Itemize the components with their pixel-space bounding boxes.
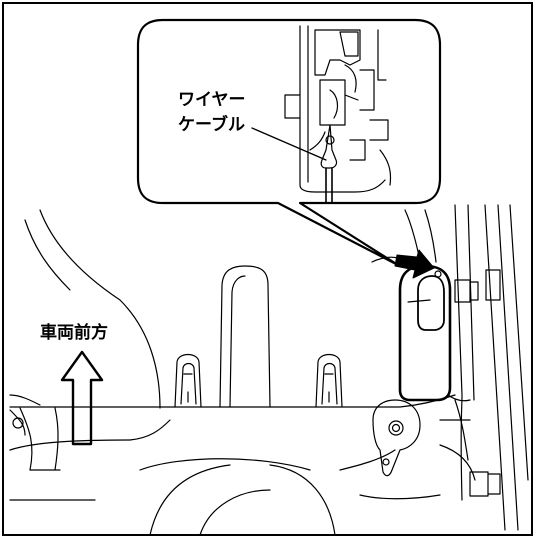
- callout-label-line2: ケーブル: [178, 115, 245, 135]
- seat-latch-cover: [398, 264, 452, 402]
- callout-label-line1: ワイヤー: [178, 90, 246, 110]
- figure-border: [2, 2, 533, 536]
- door-frame: [404, 204, 529, 531]
- label-leader-line: [251, 127, 327, 161]
- front-direction-arrow: [60, 350, 104, 446]
- center-hump: [219, 265, 271, 408]
- callout-latch-detail: [284, 25, 392, 204]
- callout-box: [136, 18, 442, 267]
- pointer-arrow: [394, 249, 435, 279]
- seat-anchor-left: [174, 353, 202, 408]
- left-body-panel: [39, 209, 161, 409]
- seat-anchor-right: [315, 353, 343, 408]
- direction-label: 車両前方: [40, 323, 108, 343]
- mount-bracket: [372, 399, 421, 477]
